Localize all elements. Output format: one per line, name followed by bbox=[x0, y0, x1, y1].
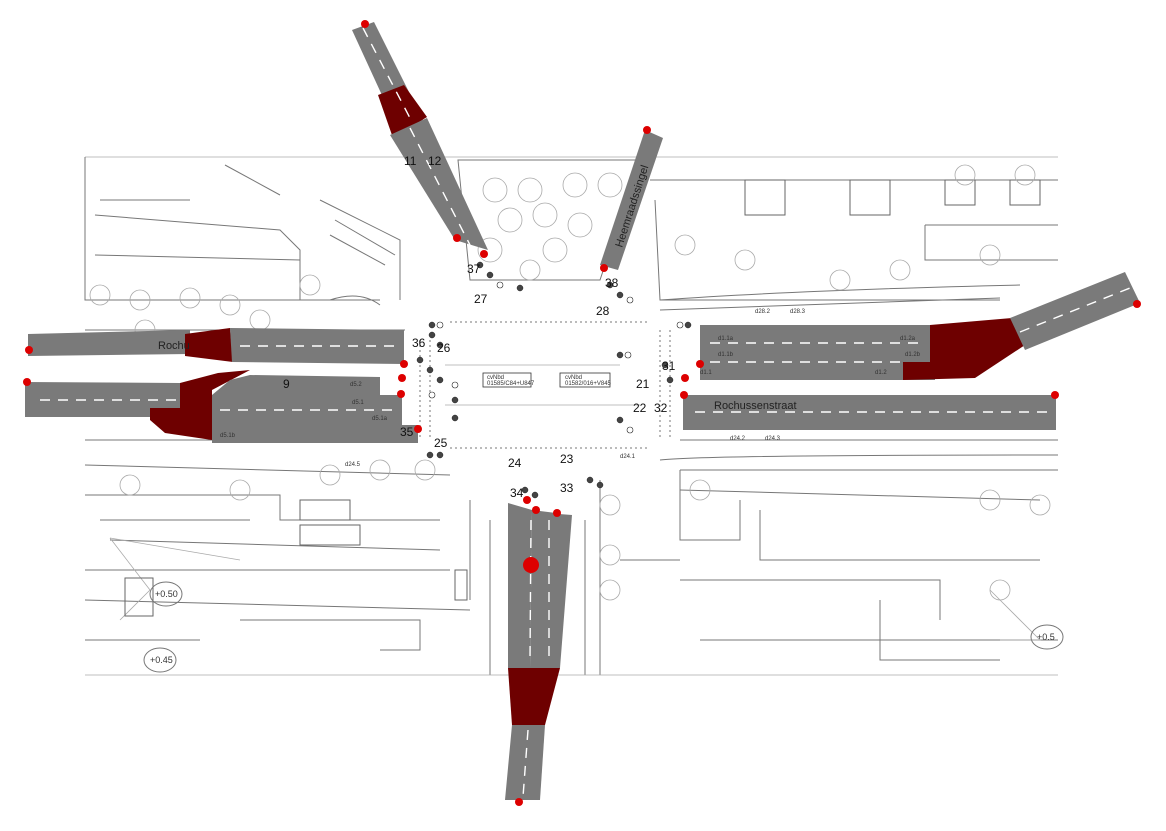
node-marker[interactable] bbox=[515, 798, 523, 806]
code-d5-1: d5.1 bbox=[352, 400, 364, 406]
code-d24-2: d24.2 bbox=[730, 436, 746, 442]
code-d1-2b: d1.2b bbox=[905, 352, 921, 358]
bulge-south bbox=[508, 668, 560, 725]
node-marker[interactable] bbox=[696, 360, 704, 368]
node-marker[interactable] bbox=[361, 20, 369, 28]
lane-north bbox=[600, 130, 663, 270]
spot-height-1: +0.50 bbox=[155, 589, 178, 599]
lane-number-33: 33 bbox=[560, 481, 574, 495]
code-d1-2: d1.2 bbox=[875, 370, 887, 376]
lane-east-lower bbox=[683, 395, 1056, 430]
signal-heads bbox=[416, 261, 692, 499]
lane-number-32: 32 bbox=[654, 401, 668, 415]
node-markers[interactable] bbox=[23, 20, 1141, 806]
lane-west-lower-near3 bbox=[212, 425, 418, 443]
bulge-nw bbox=[378, 85, 427, 138]
control-box-left: cvNbd 01585/C84+U847 bbox=[482, 372, 535, 388]
signal-code-labels: d1.1a d1.1b d1.1 d1.2 d1.2a d1.2b d5.1 d… bbox=[220, 309, 921, 468]
crossings bbox=[419, 321, 671, 449]
control-box-right-line1: cvNbd bbox=[565, 375, 582, 381]
lane-number-22: 22 bbox=[633, 401, 647, 415]
lane-east-upper bbox=[700, 325, 935, 380]
bulge-e-upper bbox=[903, 318, 1025, 380]
spot-height-3: +0.5 bbox=[1037, 632, 1055, 642]
code-d28-3: d28.3 bbox=[790, 309, 806, 315]
lane-number-28: 28 bbox=[596, 304, 610, 318]
node-marker[interactable] bbox=[553, 509, 561, 517]
lane-west-lower-near2 bbox=[212, 395, 402, 425]
lane-number-37: 37 bbox=[467, 262, 481, 276]
lane-number-34: 34 bbox=[510, 486, 524, 500]
node-marker[interactable] bbox=[453, 234, 461, 242]
node-marker[interactable] bbox=[643, 126, 651, 134]
node-marker[interactable] bbox=[414, 425, 422, 433]
control-box-right: cvNbd 01582/016+V845 bbox=[559, 372, 612, 388]
lane-number-labels: 11 12 37 27 38 28 36 26 9 35 25 31 21 32… bbox=[283, 154, 676, 500]
lane-number-36: 36 bbox=[412, 336, 426, 350]
spot-height-2: +0.45 bbox=[150, 655, 173, 665]
code-d28-2: d28.2 bbox=[755, 309, 771, 315]
node-marker[interactable] bbox=[400, 360, 408, 368]
code-d24-3: d24.3 bbox=[765, 436, 781, 442]
lane-number-38: 38 bbox=[605, 276, 619, 290]
node-marker[interactable] bbox=[681, 374, 689, 382]
trees bbox=[89, 164, 1051, 601]
node-marker[interactable] bbox=[532, 506, 540, 514]
code-d1-1a: d1.1a bbox=[718, 336, 734, 342]
code-d1-1b: d1.1b bbox=[718, 352, 734, 358]
node-marker[interactable] bbox=[680, 391, 688, 399]
node-marker[interactable] bbox=[600, 264, 608, 272]
lane-number-11: 11 bbox=[404, 154, 417, 168]
code-d24-5: d24.5 bbox=[345, 462, 361, 468]
control-box-right-line2: 01582/016+V845 bbox=[565, 381, 612, 387]
node-marker[interactable] bbox=[397, 390, 405, 398]
code-d1-2a: d1.2a bbox=[900, 336, 916, 342]
node-marker[interactable] bbox=[25, 346, 33, 354]
lane-number-21: 21 bbox=[636, 377, 650, 391]
node-marker[interactable] bbox=[398, 374, 406, 382]
lane-east-upper-far bbox=[1010, 272, 1140, 350]
lane-number-35: 35 bbox=[400, 425, 414, 439]
lane-south-far bbox=[505, 725, 545, 800]
lane-number-31: 31 bbox=[662, 359, 676, 373]
lane-number-26: 26 bbox=[437, 341, 451, 355]
street-label-rochussenstraat-west: Rochu bbox=[158, 340, 190, 352]
lane-west-upper-far bbox=[28, 330, 190, 356]
control-box-left-line2: 01585/C84+U847 bbox=[487, 381, 535, 387]
lane-number-24: 24 bbox=[508, 456, 522, 470]
node-marker[interactable] bbox=[1051, 391, 1059, 399]
spot-heights: +0.50 +0.45 +0.5 bbox=[150, 589, 1055, 665]
lane-number-23: 23 bbox=[560, 452, 574, 466]
control-box-left-line1: cvNbd bbox=[487, 375, 504, 381]
lane-number-9: 9 bbox=[283, 377, 290, 391]
lane-south-1 bbox=[508, 503, 532, 668]
bulge-w-lower bbox=[150, 370, 250, 440]
lanes bbox=[25, 22, 1140, 800]
street-label-rochussenstraat-east: Rochussenstraat bbox=[714, 400, 797, 412]
code-d1-1: d1.1 bbox=[700, 370, 712, 376]
lane-number-12: 12 bbox=[428, 154, 442, 168]
code-d5-2: d5.2 bbox=[350, 382, 362, 388]
lane-number-27: 27 bbox=[474, 292, 488, 306]
node-marker-large[interactable] bbox=[523, 557, 539, 573]
lane-west-lower-near1 bbox=[212, 375, 380, 395]
lane-number-25: 25 bbox=[434, 436, 448, 450]
node-marker[interactable] bbox=[480, 250, 488, 258]
node-marker[interactable] bbox=[23, 378, 31, 386]
node-marker[interactable] bbox=[1133, 300, 1141, 308]
code-d24-1: d24.1 bbox=[620, 454, 636, 460]
code-d5-1b: d5.1b bbox=[220, 433, 236, 439]
code-d5-1a: d5.1a bbox=[372, 416, 388, 422]
node-marker[interactable] bbox=[523, 496, 531, 504]
lane-south-3 bbox=[546, 513, 572, 668]
bulge-w-upper bbox=[185, 328, 233, 362]
